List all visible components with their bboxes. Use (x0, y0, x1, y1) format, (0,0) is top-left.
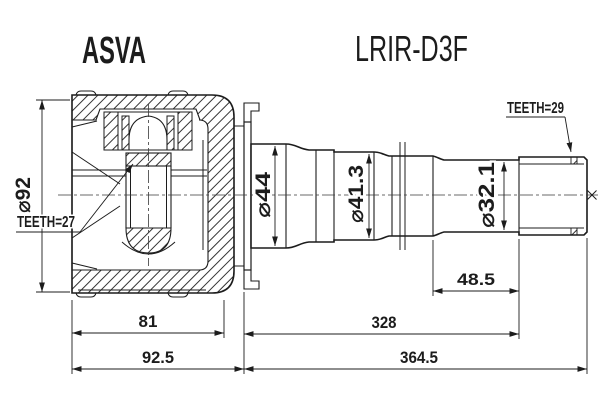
housing-outer-outline (71, 94, 235, 294)
dim-label-teeth-outer: TEETH=29 (507, 100, 564, 117)
roller-left-hatch (103, 111, 119, 151)
boot-ridge-bottom-left (75, 292, 97, 298)
shaft-profile (250, 143, 588, 249)
dim-label-housing-length: 92.5 (142, 348, 174, 367)
center-lines (58, 104, 598, 266)
cavity-chamfer-bottom (71, 262, 98, 270)
housing-section (71, 90, 235, 298)
housing-cavity-outline (71, 108, 209, 271)
cavity-taper-upper (71, 151, 121, 185)
dim-label-shaft-dia-3: ⌀32.1 (474, 162, 499, 228)
dim-label-housing-depth: 81 (139, 312, 158, 331)
dim-label-shaft-dia-2: ⌀41.3 (345, 165, 368, 223)
dim-label-outer-diameter: ⌀92 (12, 177, 35, 213)
teeth29-leader (564, 116, 573, 153)
axis-end-mark-2 (587, 190, 597, 200)
dimension-annotations: ⌀92 TEETH=27 TEETH=29 ⌀44 ⌀41.3 ⌀32.1 48… (10, 99, 588, 374)
tripod-assembly (103, 111, 193, 255)
flange-top-lip (243, 102, 260, 122)
flange-bottom-lip (243, 270, 260, 290)
dim-label-shaft-length: 328 (372, 313, 397, 332)
needle-bearing-right (166, 115, 175, 151)
brand-logo-text: ASVA (82, 30, 146, 72)
dim-label-spline-length: 48.5 (457, 270, 495, 289)
snap-ring-groove-top (570, 156, 578, 165)
needle-bearing-left (121, 115, 130, 151)
cavity-taper-lower (71, 205, 121, 239)
trunnion-dome (128, 115, 168, 151)
boot-ridge-bottom-right (167, 292, 189, 298)
flange-plate (243, 121, 252, 271)
dim-label-shaft-dia-1: ⌀44 (252, 172, 275, 218)
dim-label-overall-length: 364.5 (400, 348, 438, 367)
boot-ridge-top-right (167, 90, 189, 96)
teeth27-leader (79, 163, 134, 233)
housing-wall-hatch (72, 95, 234, 293)
cavity-chamfer-top (71, 120, 98, 128)
part-number-title: LRIR-D3F (355, 28, 468, 69)
roller-right-hatch (177, 111, 193, 151)
drive-shaft (250, 142, 588, 250)
dim-label-teeth-inner: TEETH=27 (17, 214, 75, 231)
snap-ring-groove-bottom (570, 227, 578, 236)
boot-ridge-top-left (75, 90, 97, 96)
